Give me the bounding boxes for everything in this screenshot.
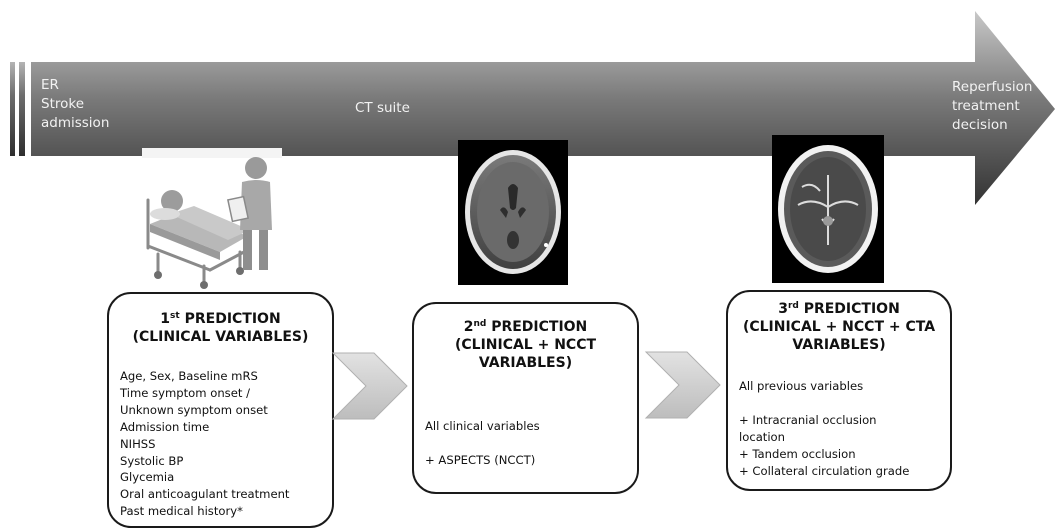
variable-item: Time symptom onset / [120, 385, 250, 400]
prediction-subtitle: (CLINICAL VARIABLES) [132, 329, 309, 345]
variable-item: All clinical variables [425, 419, 540, 433]
variable-item [739, 395, 944, 412]
prediction-title: 2nd PREDICTION [414, 318, 637, 336]
timeline-middle-label: CT suite [355, 100, 410, 116]
prediction-box-1: 1st PREDICTION (CLINICAL VARIABLES) Age,… [107, 292, 334, 528]
prediction-title: 1st PREDICTION [109, 310, 332, 328]
variable-list: Age, Sex, Baseline mRS Time symptom onset… [120, 368, 326, 520]
prediction-ordinal-number: 1 [160, 311, 171, 327]
prediction-title: 3rd PREDICTION [728, 300, 950, 318]
prediction-ordinal-number: 2 [463, 319, 474, 335]
variable-item: All previous variables [739, 379, 864, 393]
prediction-ordinal-suffix: st [170, 311, 180, 321]
variable-item: Admission time [120, 419, 210, 434]
prediction-box-3: 3rd PREDICTION (CLINICAL + NCCT + CTA VA… [726, 290, 952, 491]
timeline-start-label: ER Stroke admission [41, 77, 110, 131]
prediction-title-text: PREDICTION [184, 311, 281, 327]
variable-item: Past medical history* [120, 504, 243, 519]
timeline-stub [19, 62, 25, 156]
variable-item: location [739, 429, 786, 444]
prediction-ordinal-number: 3 [778, 301, 788, 317]
timeline-arrow-body [31, 11, 1055, 205]
timeline-end-label: Reperfusion treatment decision [952, 79, 1033, 133]
prediction-subtitle: (CLINICAL + NCCT + CTA VARIABLES) [742, 319, 936, 353]
prediction-title-text: PREDICTION [803, 301, 900, 317]
variable-item: Age, Sex, Baseline mRS [120, 369, 258, 383]
ncct-scan-image [458, 140, 568, 285]
prediction-title-text: PREDICTION [491, 319, 588, 335]
prediction-box-2: 2nd PREDICTION (CLINICAL + NCCT VARIABLE… [412, 302, 639, 494]
prediction-ordinal-suffix: rd [787, 301, 799, 311]
timeline-stub [10, 62, 15, 156]
variable-item: Glycemia [120, 470, 175, 485]
variable-list: All previous variables + Intracranial oc… [739, 378, 944, 479]
prediction-ordinal-suffix: nd [473, 319, 487, 329]
variable-list: All clinical variables + ASPECTS (NCCT) [425, 418, 631, 469]
variable-item: NIHSS [120, 436, 156, 451]
variable-item: Unknown symptom onset [120, 402, 268, 417]
prediction-subtitle: (CLINICAL + NCCT VARIABLES) [454, 337, 597, 371]
variable-item: + Tandem occlusion [739, 446, 856, 461]
variable-item: + Intracranial occlusion [739, 412, 877, 427]
variable-item [425, 435, 631, 452]
variable-item: Oral anticoagulant treatment [120, 487, 290, 502]
chevron-right-icon [331, 352, 408, 420]
chevron-right-icon [644, 351, 721, 419]
variable-item: Systolic BP [120, 453, 184, 468]
cta-scan-image [772, 135, 884, 283]
variable-item: + ASPECTS (NCCT) [425, 452, 536, 467]
patient-bed-doctor-icon [142, 148, 282, 289]
variable-item: + Collateral circulation grade [739, 463, 910, 478]
